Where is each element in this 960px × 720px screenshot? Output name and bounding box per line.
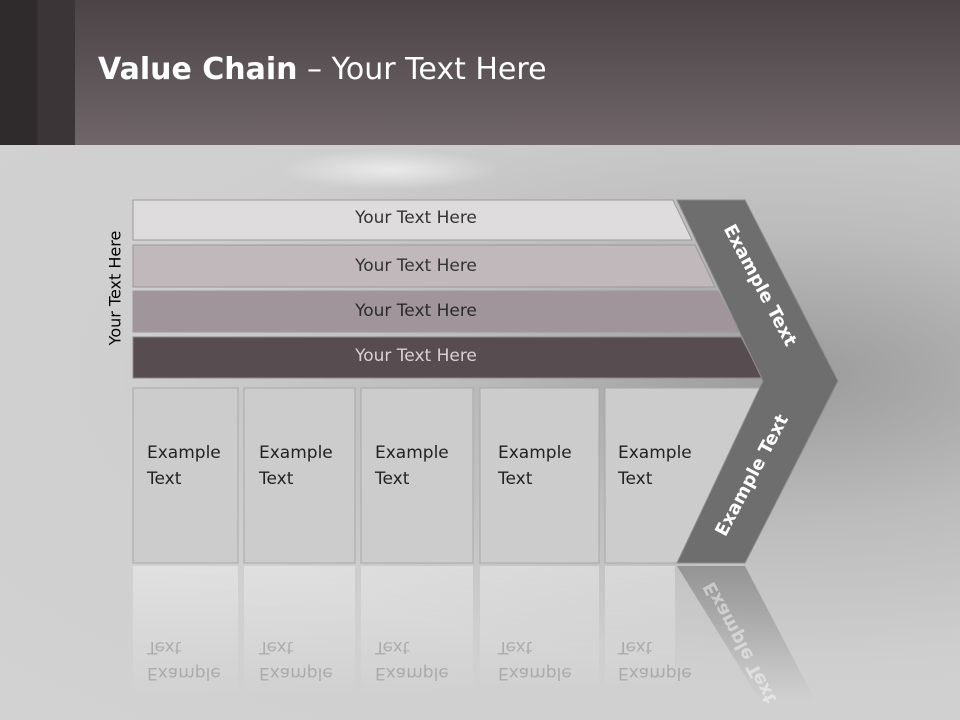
box-reflection — [133, 566, 238, 696]
chevron-reflection — [677, 566, 815, 700]
slide-title: Value Chain – Your Text Here — [98, 52, 547, 87]
example-box — [479, 387, 600, 564]
example-box — [243, 387, 356, 564]
row-label: Your Text Here — [355, 301, 477, 321]
header-accent-strip — [0, 0, 37, 145]
row-label: Your Text Here — [355, 346, 477, 366]
row-label: Your Text Here — [355, 208, 477, 228]
box-reflection — [244, 566, 355, 696]
title-rest: – Your Text Here — [297, 52, 547, 87]
row-label: Your Text Here — [355, 256, 477, 276]
example-box — [132, 387, 239, 564]
slide-header: Value Chain – Your Text Here — [0, 0, 960, 145]
title-bold: Value Chain — [98, 52, 298, 87]
value-chain-row — [132, 290, 740, 333]
example-box — [360, 387, 474, 564]
box-reflection — [480, 566, 599, 696]
value-chain-row — [132, 199, 693, 241]
chevron-arrow — [676, 199, 839, 564]
box-reflection — [605, 566, 675, 696]
box-reflection — [361, 566, 473, 696]
value-chain-row — [132, 244, 716, 288]
background-highlight — [280, 150, 500, 190]
header-accent-strip — [37, 0, 75, 145]
